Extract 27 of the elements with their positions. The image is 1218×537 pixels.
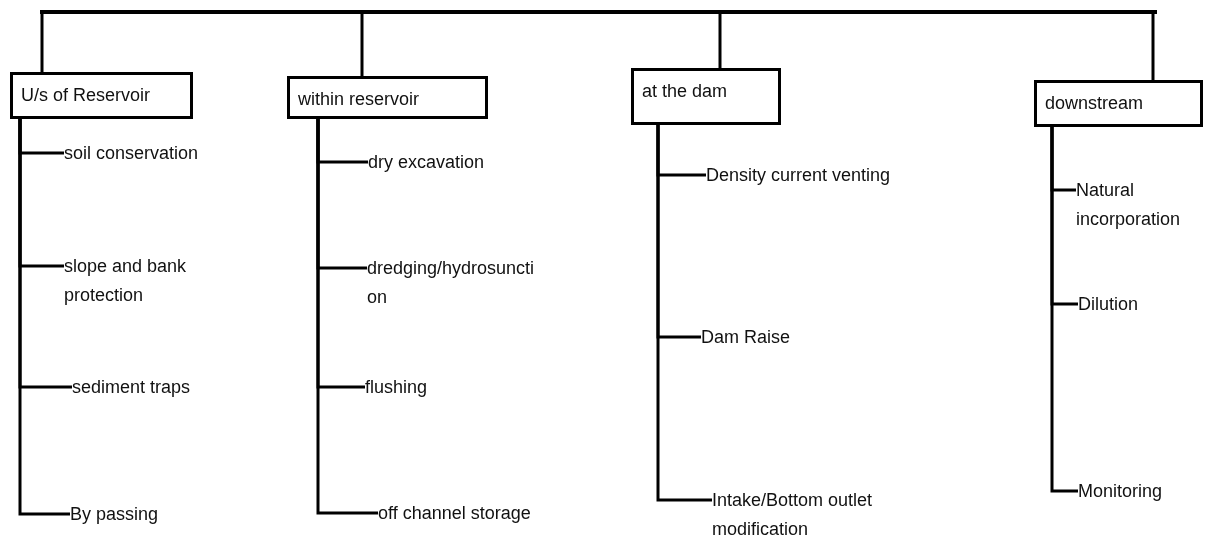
measure-label: dry excavation [368, 148, 568, 177]
measure-label: Dilution [1078, 290, 1218, 319]
connector-line [316, 119, 378, 515]
connector-line [18, 119, 70, 516]
measure-label: Monitoring [1078, 477, 1218, 506]
measure-label: sediment traps [72, 373, 272, 402]
category-box [287, 76, 488, 119]
measure-label: Density current venting [706, 161, 906, 190]
connector-line [1050, 127, 1078, 493]
measure-label: flushing [365, 373, 565, 402]
category-box [10, 72, 193, 119]
measure-label: soil conservation [64, 139, 264, 168]
category-title: U/s of Reservoir [21, 84, 152, 107]
category-title: within reservoir [298, 88, 421, 111]
measure-label: Dam Raise [701, 323, 901, 352]
category-box [1034, 80, 1203, 127]
connector-line [656, 125, 712, 502]
measure-label: slope and bank protection [64, 252, 254, 310]
category-title: at the dam [642, 80, 729, 103]
measure-label: dredging/hydrosuncti on [367, 254, 557, 312]
measure-label: Natural incorporation [1076, 176, 1216, 234]
connector-bar [40, 10, 1157, 14]
measure-label: off channel storage [378, 499, 598, 528]
measure-label: Intake/Bottom outlet modification [712, 486, 942, 537]
category-title: downstream [1045, 92, 1145, 115]
measure-label: By passing [70, 500, 270, 529]
category-box [631, 68, 781, 125]
